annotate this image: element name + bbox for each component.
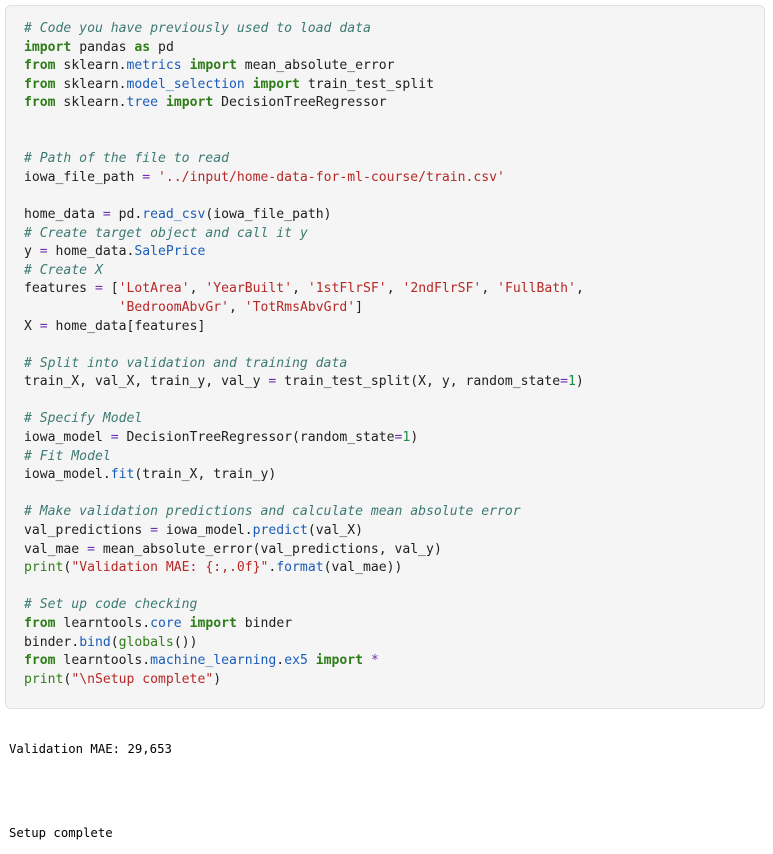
- code-line[interactable]: iowa_file_path = '../input/home-data-for…: [24, 169, 505, 185]
- code-line[interactable]: val_mae = mean_absolute_error(val_predic…: [24, 541, 442, 557]
- output-line-validation-mae: Validation MAE: 29,653: [9, 742, 172, 756]
- cell-output: Validation MAE: 29,653 Setup complete: [9, 714, 172, 854]
- code-line[interactable]: iowa_model.fit(train_X, train_y): [24, 467, 277, 483]
- code-line[interactable]: features = ['LotArea', 'YearBuilt', '1st…: [24, 281, 584, 297]
- code-line[interactable]: from learntools.machine_learning.ex5 imp…: [24, 653, 379, 669]
- code-line[interactable]: val_predictions = iowa_model.predict(val…: [24, 523, 364, 539]
- code-line[interactable]: home_data = pd.read_csv(iowa_file_path): [24, 206, 332, 222]
- code-line[interactable]: ​: [24, 392, 764, 411]
- output-blank-line: [9, 784, 172, 798]
- code-line[interactable]: import pandas as pd: [24, 39, 174, 55]
- code-line[interactable]: binder.bind(globals()): [24, 634, 198, 650]
- code-line[interactable]: # Specify Model: [24, 411, 143, 427]
- code-line[interactable]: from sklearn.tree import DecisionTreeReg…: [24, 95, 387, 111]
- code-line[interactable]: iowa_model = DecisionTreeRegressor(rando…: [24, 430, 419, 446]
- code-line[interactable]: ​: [24, 336, 764, 355]
- code-line[interactable]: print("\nSetup complete"): [24, 671, 222, 687]
- code-line[interactable]: # Set up code checking: [24, 597, 198, 613]
- code-editor[interactable]: # Code you have previously used to load …: [24, 20, 764, 689]
- code-line[interactable]: from sklearn.model_selection import trai…: [24, 76, 434, 92]
- code-cell[interactable]: # Code you have previously used to load …: [5, 5, 765, 709]
- code-line[interactable]: # Path of the file to read: [24, 151, 229, 167]
- code-line[interactable]: from learntools.core import binder: [24, 616, 293, 631]
- code-line[interactable]: # Make validation predictions and calcul…: [24, 504, 521, 520]
- output-line-setup-complete: Setup complete: [9, 826, 113, 840]
- code-line[interactable]: train_X, val_X, train_y, val_y = train_t…: [24, 374, 584, 390]
- code-line[interactable]: y = home_data.SalePrice: [24, 244, 206, 260]
- code-line[interactable]: ​: [24, 578, 764, 597]
- code-line[interactable]: # Fit Model: [24, 448, 111, 464]
- code-line[interactable]: print("Validation MAE: {:,.0f}".format(v…: [24, 560, 403, 576]
- code-line[interactable]: ​: [24, 113, 764, 132]
- code-line[interactable]: # Split into validation and training dat…: [24, 355, 348, 371]
- code-line[interactable]: ​: [24, 132, 764, 151]
- code-line[interactable]: 'BedroomAbvGr', 'TotRmsAbvGrd']: [118, 299, 364, 315]
- code-line[interactable]: from sklearn.metrics import mean_absolut…: [24, 58, 395, 74]
- code-line[interactable]: ​: [24, 485, 764, 504]
- code-line[interactable]: # Create X: [24, 262, 103, 278]
- code-line[interactable]: # Create target object and call it y: [24, 225, 308, 241]
- code-line[interactable]: ​: [24, 187, 764, 206]
- code-line[interactable]: X = home_data[features]: [24, 318, 206, 334]
- code-line[interactable]: # Code you have previously used to load …: [24, 21, 371, 36]
